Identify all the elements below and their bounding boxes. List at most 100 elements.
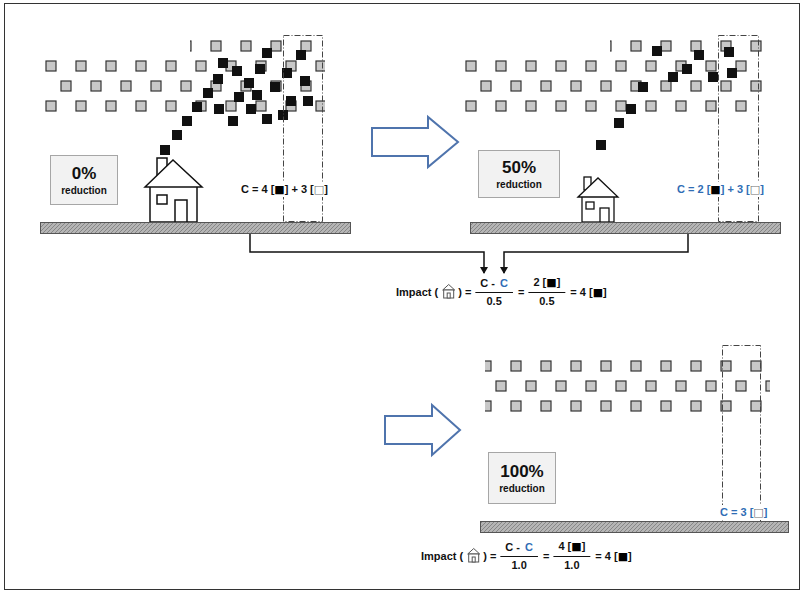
ground-bar xyxy=(41,223,351,234)
black-square xyxy=(727,68,737,78)
house-symbol-door xyxy=(472,557,475,562)
fraction-bar xyxy=(475,292,513,293)
sample-column xyxy=(723,346,761,522)
black-square xyxy=(286,96,296,106)
ground-bar xyxy=(481,522,789,533)
black-square xyxy=(160,145,170,155)
black-square xyxy=(596,140,606,150)
house-roof xyxy=(145,160,202,187)
formula-term: ) = xyxy=(482,549,497,563)
formula-term: = 4 [■] xyxy=(594,549,632,564)
black-square-plume xyxy=(596,46,737,150)
grey-square-cloud xyxy=(610,40,765,53)
black-square xyxy=(682,64,692,74)
black-square xyxy=(203,88,213,98)
reduction-box: 0%reduction xyxy=(50,155,118,205)
black-square xyxy=(244,78,254,88)
formula-term: Impact ( xyxy=(395,285,439,299)
grey-square-symbol: □ xyxy=(314,183,324,196)
fraction-bar xyxy=(528,292,565,293)
house-window xyxy=(586,202,594,209)
fraction-bar xyxy=(500,556,538,557)
black-square xyxy=(214,104,224,114)
black-square xyxy=(262,48,272,58)
fraction-bar xyxy=(553,556,590,557)
concentration-equation: C = 3 [□] xyxy=(719,505,768,520)
hollow-arrow xyxy=(385,405,460,455)
reduction-label: reduction xyxy=(496,178,542,191)
leader-line xyxy=(250,234,484,273)
formula-term: = xyxy=(542,549,550,563)
black-square xyxy=(192,102,202,112)
black-square xyxy=(614,118,624,128)
black-square xyxy=(296,50,306,60)
black-square xyxy=(724,47,734,57)
black-square xyxy=(638,82,648,92)
black-square-symbol: ■ xyxy=(710,183,720,196)
formula-term: Impact ( xyxy=(420,549,464,563)
leader-line xyxy=(504,234,688,273)
house-symbol xyxy=(443,285,455,299)
formula-term: 4 [■] xyxy=(557,539,586,554)
grey-square-cloud xyxy=(465,60,765,120)
black-square-plume xyxy=(160,48,313,155)
house-symbol-roof xyxy=(468,549,480,555)
house-body xyxy=(150,186,197,222)
black-square xyxy=(252,90,262,100)
formula-term: = xyxy=(517,285,525,299)
house-door xyxy=(600,208,609,222)
house-symbol xyxy=(468,549,480,563)
concentration-equation: C = 4 [■] + 3 [□] xyxy=(240,182,329,197)
black-square-symbol: ■ xyxy=(593,286,603,299)
percent-value: 0% xyxy=(72,164,97,184)
black-square xyxy=(255,64,265,74)
outer-frame xyxy=(5,4,800,590)
formula-term: C - xyxy=(479,276,496,290)
black-square xyxy=(232,66,242,76)
ground-bar xyxy=(471,223,781,234)
house-icon xyxy=(578,177,618,222)
reduction-box: 100%reduction xyxy=(488,452,556,504)
black-square xyxy=(300,76,310,86)
house-door xyxy=(175,200,187,222)
formula-term: 0.5 xyxy=(538,294,555,308)
hollow-arrow xyxy=(372,117,458,167)
black-square-symbol: ■ xyxy=(274,183,284,196)
reduction-label: reduction xyxy=(499,482,545,495)
grey-square-cloud xyxy=(485,360,770,420)
house-body xyxy=(582,196,614,222)
black-square xyxy=(213,74,223,84)
formula-term: 0.5 xyxy=(486,294,503,308)
formula-term: C xyxy=(524,540,534,554)
black-square xyxy=(172,130,182,140)
black-square-symbol: ■ xyxy=(546,276,556,289)
black-square xyxy=(228,116,238,126)
house-window xyxy=(157,195,167,204)
formula-term: C xyxy=(499,276,509,290)
reduction-box: 50%reduction xyxy=(478,150,560,198)
grey-square-symbol: □ xyxy=(753,506,763,519)
black-square xyxy=(694,50,704,60)
formula-term: 1.0 xyxy=(511,558,528,572)
black-square xyxy=(218,58,228,68)
formula-term: = 4 [■] xyxy=(569,285,607,300)
black-square xyxy=(182,116,192,126)
concentration-equation: C = 2 [■] + 3 [□] xyxy=(676,182,765,197)
black-square xyxy=(626,104,636,114)
black-square xyxy=(708,72,718,82)
black-square xyxy=(270,82,280,92)
percent-value: 100% xyxy=(500,462,543,482)
house-icon xyxy=(145,158,202,222)
house-symbol-body xyxy=(444,290,454,298)
black-square-symbol: ■ xyxy=(618,550,628,563)
formula-term: C - xyxy=(504,540,521,554)
percent-value: 50% xyxy=(502,158,536,178)
black-square-symbol: ■ xyxy=(571,540,581,553)
black-square xyxy=(668,72,678,82)
black-square xyxy=(262,114,272,124)
house-symbol-roof xyxy=(443,285,455,291)
house-roof xyxy=(578,178,618,197)
house-symbol-door xyxy=(447,293,450,298)
formula-term: ) = xyxy=(457,285,472,299)
